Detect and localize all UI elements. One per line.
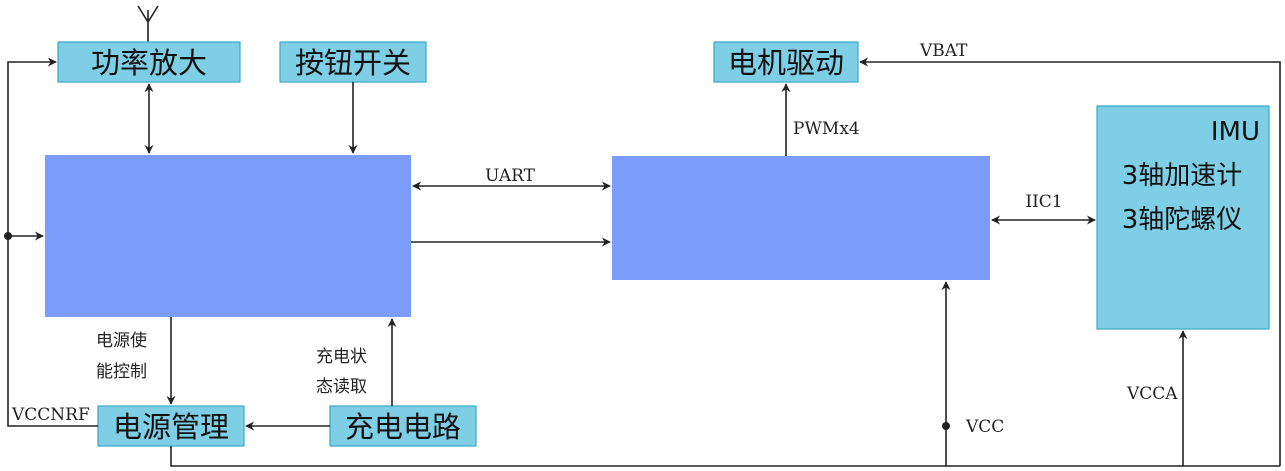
motor-driver-label: 电机驱动 xyxy=(728,46,844,80)
wire-vccnrf xyxy=(7,57,98,427)
imu-box xyxy=(1096,105,1270,330)
charge-status-note-1: 充电状 xyxy=(316,347,367,367)
power-enable-note-1: 电源使 xyxy=(96,330,147,351)
charge-status-note-2: 态读取 xyxy=(316,377,367,397)
vcc-junction-dot xyxy=(942,422,950,430)
mcu-flight-box xyxy=(612,156,990,280)
pwm-label: PWMx4 xyxy=(793,119,860,139)
uart-label: UART xyxy=(485,166,536,186)
charge-circuit-box xyxy=(329,405,477,447)
iic-label: IIC1 xyxy=(1025,192,1062,212)
vbat-label: VBAT xyxy=(919,41,968,61)
vccnrf-label: VCCNRF xyxy=(11,405,90,425)
wire-bottom-bus xyxy=(170,446,1280,467)
button-switch-label: 按钮开关 xyxy=(295,46,411,80)
imu-gyro: 3轴陀螺仪 xyxy=(1122,205,1243,235)
vcc-label: VCC xyxy=(965,417,1004,437)
wire-vbat xyxy=(859,57,1281,466)
motor-driver-box xyxy=(713,41,859,83)
power-mgmt-label: 电源管理 xyxy=(113,410,229,444)
mcu-main-box xyxy=(45,155,411,317)
power-enable-note-2: 能控制 xyxy=(96,362,147,382)
power-amp-label: 功率放大 xyxy=(91,46,207,80)
imu-accel: 3轴加速计 xyxy=(1122,161,1243,191)
imu-title: IMU xyxy=(1211,117,1260,147)
charge-circuit-label: 充电电路 xyxy=(345,410,461,444)
antenna-icon xyxy=(137,5,159,42)
button-switch-box xyxy=(279,41,427,83)
vcca-label: VCCA xyxy=(1126,384,1178,404)
power-amp-box xyxy=(57,41,241,83)
rail-junction-dot xyxy=(4,232,12,240)
